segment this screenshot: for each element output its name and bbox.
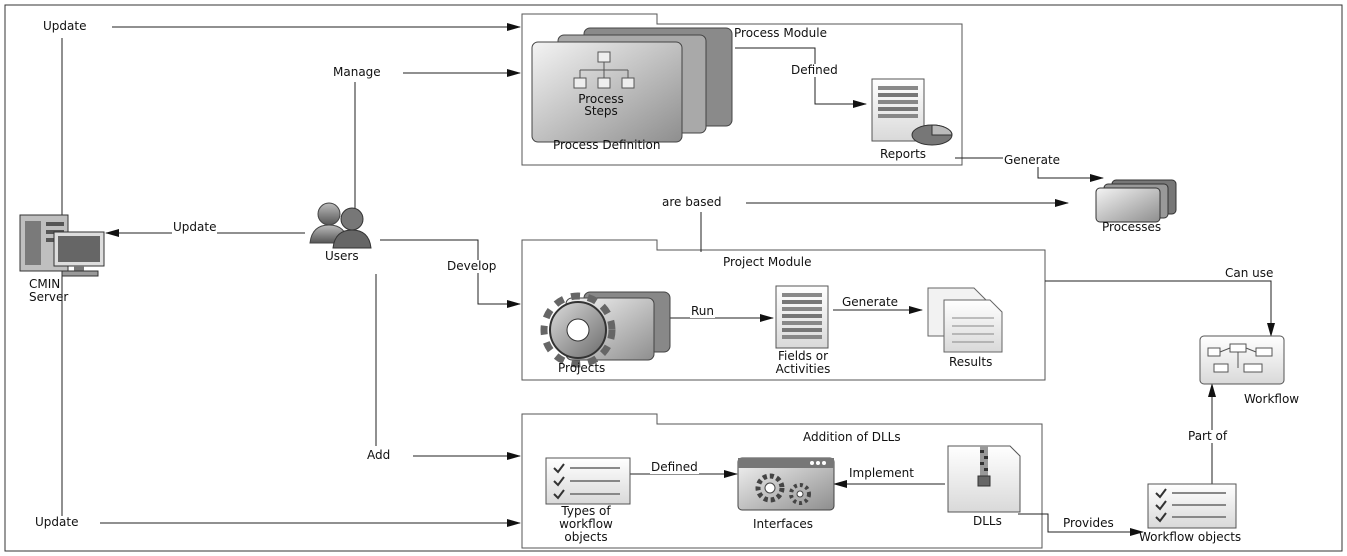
edge-manage: Manage <box>332 66 382 79</box>
types-workflow-objects-label: Types of workflow objects <box>553 505 619 544</box>
fields-activities-label: Fields or Activities <box>752 350 854 376</box>
process-definition-label: Process Definition <box>552 139 661 152</box>
edge-update-bottom: Update <box>34 516 79 529</box>
edge-update-mid: Update <box>172 221 217 234</box>
edge-defined-process: Defined <box>790 64 839 77</box>
edge-generate-processes: Generate <box>1003 154 1061 167</box>
processes-label: Processes <box>1101 221 1162 234</box>
reports-label: Reports <box>879 148 927 161</box>
edge-are-based: are based <box>661 196 722 209</box>
users-label: Users <box>324 250 360 263</box>
dlls-module-title: Addition of DLLs <box>802 431 902 444</box>
process-module-title: Process Module <box>733 27 828 40</box>
edge-defined-dll: Defined <box>650 461 699 474</box>
cmin-server-label: CMIN Server <box>28 278 90 304</box>
interfaces-label: Interfaces <box>752 518 814 531</box>
edge-update-top: Update <box>42 20 87 33</box>
results-label: Results <box>948 356 993 369</box>
edge-add: Add <box>366 449 391 462</box>
edge-run: Run <box>690 305 715 318</box>
workflow-objects-label: Workflow objects <box>1138 531 1242 544</box>
workflow-label: Workflow <box>1243 393 1300 406</box>
edge-implement: Implement <box>848 467 915 480</box>
project-module-title: Project Module <box>722 256 813 269</box>
edge-develop: Develop <box>446 260 497 273</box>
process-steps-label: Process Steps <box>560 93 642 117</box>
edge-generate-results: Generate <box>841 296 899 309</box>
dlls-label: DLLs <box>972 515 1003 528</box>
edge-provides: Provides <box>1062 517 1115 530</box>
projects-label: Projects <box>557 362 606 375</box>
edge-can-use: Can use <box>1224 267 1274 280</box>
edge-part-of: Part of <box>1187 430 1228 443</box>
